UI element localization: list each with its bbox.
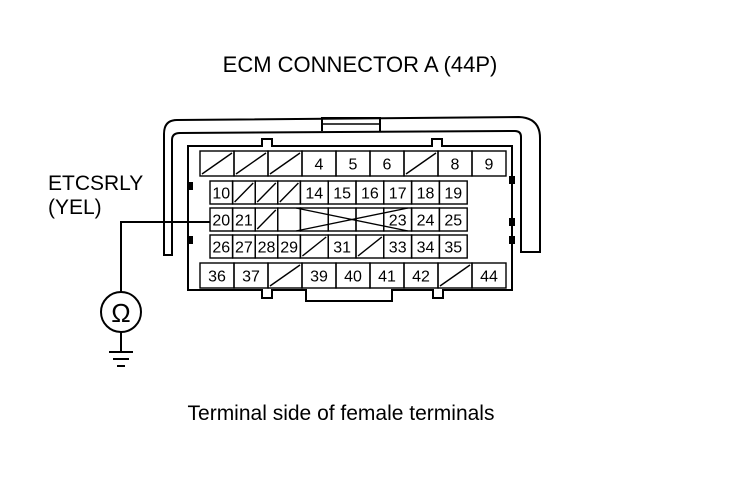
side-key <box>187 182 193 190</box>
blank-terminal-slash <box>301 236 327 257</box>
blank-terminal-slash <box>279 182 299 203</box>
terminal-number: 39 <box>310 269 328 286</box>
terminal-number: 26 <box>212 240 230 257</box>
caption: Terminal side of female terminals <box>188 402 495 425</box>
terminal-cell <box>355 207 385 232</box>
side-key <box>509 218 515 226</box>
terminal-number: 23 <box>389 213 407 230</box>
terminal-number: 6 <box>383 157 392 174</box>
ground-icon <box>109 332 133 367</box>
blank-terminal-slash <box>234 182 254 203</box>
terminal-cell <box>471 262 507 289</box>
connector-housing <box>163 115 541 256</box>
blank-terminal-slash <box>269 152 301 175</box>
blank-terminal-slash <box>269 264 301 287</box>
terminal-number: 44 <box>480 269 498 286</box>
terminal-number: 14 <box>305 186 323 203</box>
terminal-number: 28 <box>258 240 276 257</box>
terminal-number: 5 <box>349 157 358 174</box>
ohm-symbol: Ω <box>111 298 130 328</box>
terminal-number: 41 <box>378 269 396 286</box>
terminal-number: 25 <box>444 213 462 230</box>
terminal-number: 37 <box>242 269 260 286</box>
terminal-number: 35 <box>444 240 462 257</box>
blank-terminal-slash <box>235 152 267 175</box>
diagram-title: ECM CONNECTOR A (44P) <box>223 52 498 77</box>
terminal-cell <box>471 150 507 177</box>
side-key <box>509 176 515 184</box>
terminal-number: 36 <box>208 269 226 286</box>
blocked-cavity-cross <box>295 207 409 232</box>
terminal-number: 40 <box>344 269 362 286</box>
blank-terminal-slash <box>201 152 233 175</box>
terminal-number: 4 <box>315 157 324 174</box>
blank-terminal-slash <box>256 182 277 203</box>
terminal-cell <box>438 234 468 259</box>
terminal-number: 29 <box>280 240 298 257</box>
terminal-cell <box>277 207 302 232</box>
terminal-number: 27 <box>235 240 253 257</box>
terminal-number: 31 <box>333 240 351 257</box>
terminal-number: 21 <box>235 213 253 230</box>
terminal-cell <box>438 180 468 205</box>
terminal-number: 16 <box>361 186 379 203</box>
side-key <box>187 236 193 244</box>
terminal-number: 42 <box>412 269 430 286</box>
terminal-number: 18 <box>417 186 435 203</box>
blank-terminal-slash <box>405 152 437 175</box>
blank-terminal-slash <box>256 209 277 230</box>
terminal-face <box>187 138 513 302</box>
terminal-number: 33 <box>389 240 407 257</box>
terminal-number: 10 <box>212 186 230 203</box>
terminal-number: 24 <box>417 213 435 230</box>
terminal-number: 34 <box>417 240 435 257</box>
side-key <box>509 236 515 244</box>
terminal-number: 20 <box>212 213 230 230</box>
probe-wire <box>120 221 210 292</box>
blank-terminal-slash <box>439 264 471 287</box>
terminal-number: 17 <box>389 186 407 203</box>
terminal-number: 9 <box>485 157 494 174</box>
wire-label: ETCSRLY <box>48 172 143 195</box>
terminal-number: 19 <box>444 186 462 203</box>
terminal-number: 15 <box>333 186 351 203</box>
blank-terminal-slash <box>357 236 383 257</box>
terminal-cell <box>438 207 468 232</box>
wire-color-label: (YEL) <box>48 196 102 219</box>
terminal-number: 8 <box>451 157 460 174</box>
